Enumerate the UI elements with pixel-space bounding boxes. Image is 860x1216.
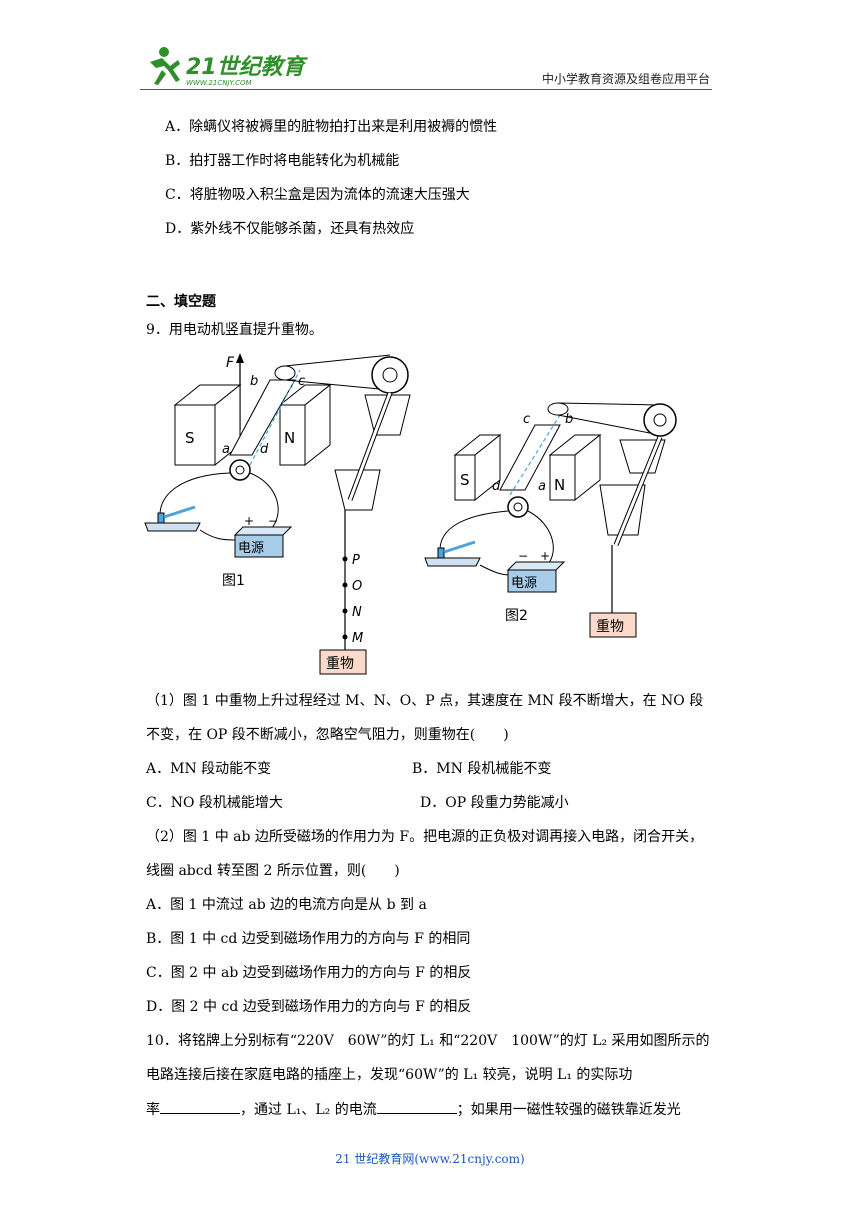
coil-d-fig2: d (492, 479, 501, 494)
q9-part1-opt-d: D．OP 段重力势能减小 (420, 795, 569, 811)
s-pole-label-fig2: S (460, 471, 470, 489)
coil-b-fig2: b (565, 412, 573, 427)
q10-line3-a: 率 (146, 1102, 160, 1118)
coil-a-fig1: a (222, 442, 230, 457)
point-m: M (352, 631, 363, 646)
coil-d-fig1: d (260, 442, 269, 457)
coil-a-fig2: a (538, 479, 546, 494)
logo-text: 21世纪教育 (186, 54, 309, 80)
option-b: B．拍打器工作时将电能转化为机械能 (165, 153, 400, 169)
point-n: N (352, 605, 362, 620)
fig2-label: 图2 (505, 608, 528, 624)
fig1-label: 图1 (222, 573, 245, 589)
point-o: O (352, 579, 362, 594)
q9-part1-opt-a: A．MN 段动能不变 (146, 761, 272, 777)
power-label-fig2: 电源 (511, 576, 537, 591)
n-pole-label-fig2: N (554, 476, 565, 494)
q9-part2-opt-c: C．图 2 中 ab 边受到磁场作用力的方向与 F 的相反 (146, 965, 472, 981)
coil-b-fig1: b (250, 374, 258, 389)
q9-part2-opt-b: B．图 1 中 cd 边受到磁场作用力的方向与 F 的相同 (146, 931, 471, 947)
plus-fig1: + (244, 514, 254, 528)
q9-part2-line2: 线圈 abcd 转至图 2 所示位置，则( ) (146, 863, 400, 879)
coil-c-fig2: c (523, 412, 530, 427)
force-label: F (226, 355, 235, 371)
logo-url: WWW.21CNJY.COM (186, 79, 252, 87)
footer-link[interactable]: 21 世纪教育网(www.21cnjy.com) (335, 1152, 525, 1166)
answer-blank-2[interactable] (376, 1099, 457, 1114)
q9-part2-line1: （2）图 1 中 ab 边所受磁场的作用力为 F。把电源的正负极对调再接入电路，… (146, 829, 704, 845)
q9-stem: 9．用电动机竖直提升重物。 (146, 322, 323, 338)
q9-part1-line1: （1）图 1 中重物上升过程经过 M、N、O、P 点，其速度在 MN 段不断增大… (146, 693, 704, 709)
motor-figure: F S N b a d c P O N M 重物 电源 + (140, 345, 720, 685)
section-title: 二、填空题 (146, 294, 216, 310)
runner-logo-icon: 21世纪教育 WWW.21CNJY.COM (150, 47, 309, 87)
header-rule (140, 89, 712, 90)
q9-part1-line2: 不变，在 OP 段不断减小，忽略空气阻力，则重物在( ) (146, 727, 509, 743)
weight-label-fig1: 重物 (326, 656, 354, 672)
q10-line3-b: ，通过 L₁、L₂ 的电流 (240, 1102, 377, 1118)
plus-fig2: + (540, 549, 550, 563)
minus-fig2: − (518, 549, 528, 563)
n-pole-label: N (284, 429, 295, 447)
point-p: P (352, 553, 360, 568)
q9-part2-opt-a: A．图 1 中流过 ab 边的电流方向是从 b 到 a (146, 897, 427, 913)
q9-part1-opt-b: B．MN 段机械能不变 (412, 761, 552, 777)
q9-part1-opt-c: C．NO 段机械能增大 (146, 795, 283, 811)
weight-label-fig2: 重物 (596, 619, 624, 635)
option-d: D．紫外线不仅能够杀菌，还具有热效应 (165, 221, 415, 237)
option-a: A．除螨仪将被褥里的脏物拍打出来是利用被褥的惯性 (165, 119, 498, 135)
q9-part2-opt-d: D．图 2 中 cd 边受到磁场作用力的方向与 F 的相反 (146, 999, 472, 1015)
site-name: 中小学教育资源及组卷应用平台 (541, 72, 710, 86)
answer-blank-1[interactable] (160, 1099, 240, 1114)
power-label-fig1: 电源 (238, 541, 264, 556)
s-pole-label: S (185, 429, 195, 447)
q10-line1: 10．将铭牌上分别标有“220V 60W”的灯 L₁ 和“220V 100W”的… (146, 1033, 710, 1049)
q10-line3: 率 ，通过 L₁、L₂ 的电流 ；如果用一磁性较强的磁铁靠近发光 (146, 1099, 681, 1120)
q10-line3-c: ；如果用一磁性较强的磁铁靠近发光 (456, 1102, 681, 1118)
minus-fig1: − (268, 514, 278, 528)
option-c: C．将脏物吸入积尘盒是因为流体的流速大压强大 (165, 187, 470, 203)
site-logo: 21世纪教育 WWW.21CNJY.COM (142, 40, 312, 90)
q10-line2: 电路连接后接在家庭电路的插座上，发现“60W”的 L₁ 较亮，说明 L₁ 的实际… (146, 1067, 633, 1083)
